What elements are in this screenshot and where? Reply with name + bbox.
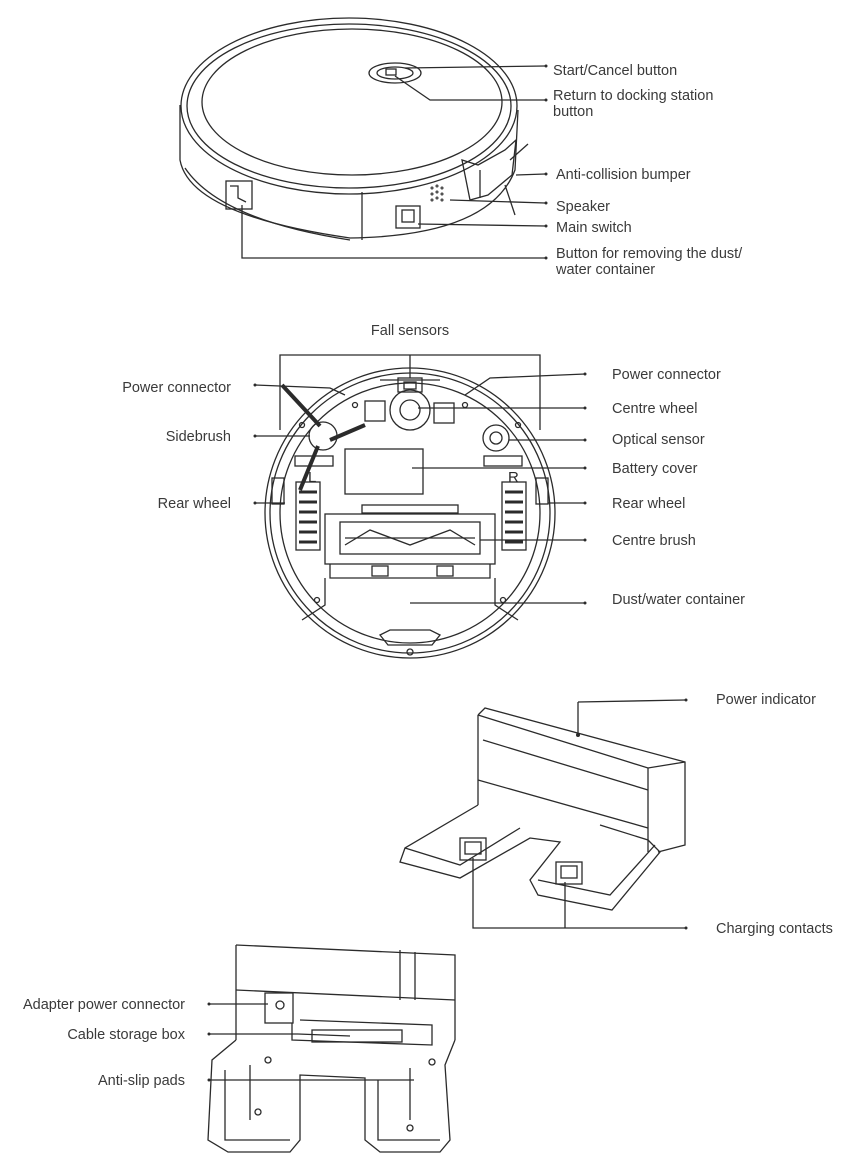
label-rear-wheel-left: Rear wheel xyxy=(157,496,231,512)
label-bumper: Anti-collision bumper xyxy=(556,167,691,183)
bumper-shape xyxy=(461,138,517,201)
label-rear-wheel-right: Rear wheel xyxy=(612,496,686,512)
start-button-shape xyxy=(368,62,422,84)
label-charging-contacts: Charging contacts xyxy=(716,921,833,937)
dust-container-shape xyxy=(329,564,491,579)
sidebrush-shape xyxy=(308,421,338,451)
optical-sensor-shape xyxy=(482,424,510,452)
battery-cover-shape xyxy=(344,448,424,495)
label-main-switch: Main switch xyxy=(556,220,632,236)
adapter-connector-shape xyxy=(264,992,294,1024)
label-fall-sensors: Fall sensors xyxy=(370,323,450,339)
label-power-connector-right: Power connector xyxy=(612,367,721,383)
mark-l: L xyxy=(308,469,316,486)
contact-right-shape xyxy=(555,861,583,885)
label-adapter-power-connector: Adapter power connector xyxy=(22,997,185,1013)
label-dust-water-container: Dust/water container xyxy=(612,592,745,608)
label-centre-brush: Centre brush xyxy=(612,533,696,549)
label-power-indicator: Power indicator xyxy=(716,692,816,708)
label-anti-slip-pads: Anti-slip pads xyxy=(97,1073,185,1089)
centre-brush-shape xyxy=(324,513,496,565)
dock-back-illustration xyxy=(207,944,456,1153)
speaker-grille xyxy=(430,184,444,202)
label-dust-button-line1: Button for removing the dust/ xyxy=(556,246,743,262)
label-power-connector-left: Power connector xyxy=(122,380,231,396)
robot-bottom-illustration xyxy=(254,354,586,659)
cable-storage-shape xyxy=(311,1029,403,1043)
label-speaker: Speaker xyxy=(556,199,611,215)
label-centre-wheel: Centre wheel xyxy=(612,401,698,417)
rear-wheel-right-shape xyxy=(501,481,527,551)
label-sidebrush: Sidebrush xyxy=(165,429,231,445)
main-switch-shape xyxy=(395,205,421,229)
label-optical-sensor: Optical sensor xyxy=(612,432,705,448)
label-battery-cover: Battery cover xyxy=(612,461,698,477)
dust-button-shape xyxy=(225,180,253,210)
mark-r: R xyxy=(508,469,519,486)
rear-wheel-left-shape xyxy=(295,481,321,551)
label-dust-button-line2: water container xyxy=(556,262,656,278)
robot-top-illustration xyxy=(179,17,546,259)
label-return-dock-line2: button xyxy=(553,104,594,120)
label-start-cancel: Start/Cancel button xyxy=(553,63,678,79)
label-return-dock-line1: Return to docking station xyxy=(553,88,714,104)
dock-front-illustration xyxy=(399,699,686,929)
centre-wheel-shape xyxy=(389,389,431,431)
label-cable-storage-box: Cable storage box xyxy=(67,1027,185,1043)
